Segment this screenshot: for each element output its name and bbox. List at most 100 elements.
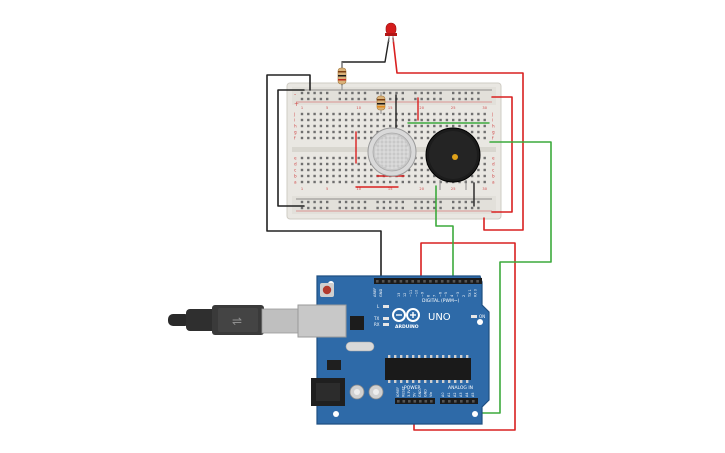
breadboard-hole[interactable]: [319, 156, 323, 160]
breadboard-hole[interactable]: [326, 118, 329, 122]
breadboard-hole[interactable]: [420, 168, 423, 172]
breadboard-hole[interactable]: [376, 112, 379, 116]
breadboard-hole[interactable]: [344, 168, 348, 172]
wire-green-buzzer[interactable]: [435, 185, 454, 283]
rail-hole[interactable]: [319, 206, 323, 210]
breadboard-hole[interactable]: [376, 130, 379, 134]
rail-hole[interactable]: [307, 97, 310, 101]
breadboard-hole[interactable]: [464, 118, 467, 122]
rail-hole[interactable]: [300, 91, 304, 95]
breadboard-hole[interactable]: [338, 136, 341, 140]
breadboard-hole[interactable]: [332, 174, 335, 178]
breadboard-hole[interactable]: [433, 112, 436, 116]
breadboard-hole[interactable]: [458, 180, 461, 184]
wire-black-gnd[interactable]: [266, 74, 382, 283]
breadboard-hole[interactable]: [351, 180, 354, 184]
breadboard-hole[interactable]: [477, 174, 480, 178]
rail-hole[interactable]: [307, 200, 310, 204]
breadboard-hole[interactable]: [370, 168, 373, 172]
breadboard-hole[interactable]: [414, 130, 417, 134]
breadboard-hole[interactable]: [407, 124, 411, 128]
breadboard-hole[interactable]: [357, 130, 360, 134]
header-pin[interactable]: [397, 400, 400, 403]
breadboard-hole[interactable]: [414, 124, 417, 128]
breadboard-hole[interactable]: [357, 168, 360, 172]
rail-hole[interactable]: [401, 200, 404, 204]
header-pin[interactable]: [466, 400, 469, 403]
rail-hole[interactable]: [313, 91, 316, 95]
breadboard-hole[interactable]: [300, 136, 304, 140]
breadboard-hole[interactable]: [357, 156, 360, 160]
rail-hole[interactable]: [395, 206, 398, 210]
breadboard-hole[interactable]: [470, 124, 474, 128]
breadboard-hole[interactable]: [351, 162, 354, 166]
breadboard-hole[interactable]: [483, 168, 486, 172]
breadboard-hole[interactable]: [458, 112, 461, 116]
breadboard-hole[interactable]: [382, 180, 386, 184]
rail-hole[interactable]: [470, 97, 474, 101]
breadboard-hole[interactable]: [326, 112, 329, 116]
breadboard-hole[interactable]: [338, 112, 341, 116]
header-pin[interactable]: [393, 280, 397, 283]
breadboard-hole[interactable]: [332, 130, 335, 134]
breadboard-hole[interactable]: [351, 124, 354, 128]
breadboard-hole[interactable]: [414, 174, 417, 178]
digital-header[interactable]: [374, 278, 482, 284]
rail-hole[interactable]: [357, 206, 360, 210]
rail-hole[interactable]: [382, 91, 386, 95]
breadboard-hole[interactable]: [344, 112, 348, 116]
breadboard-hole[interactable]: [445, 124, 449, 128]
breadboard-hole[interactable]: [470, 174, 474, 178]
rail-hole[interactable]: [452, 91, 455, 95]
header-pin[interactable]: [419, 400, 422, 403]
header-pin[interactable]: [413, 400, 417, 403]
rail-hole[interactable]: [439, 200, 442, 204]
breadboard-hole[interactable]: [407, 118, 411, 122]
breadboard-hole[interactable]: [344, 162, 348, 166]
rail-hole[interactable]: [414, 97, 417, 101]
breadboard-hole[interactable]: [376, 118, 379, 122]
breadboard-hole[interactable]: [338, 168, 341, 172]
header-pin[interactable]: [440, 280, 444, 283]
breadboard-hole[interactable]: [401, 118, 404, 122]
breadboard-hole[interactable]: [300, 162, 304, 166]
breadboard-hole[interactable]: [414, 180, 417, 184]
breadboard-hole[interactable]: [338, 156, 341, 160]
breadboard-hole[interactable]: [357, 136, 360, 140]
breadboard-hole[interactable]: [426, 130, 430, 134]
breadboard-hole[interactable]: [363, 124, 367, 128]
breadboard-hole[interactable]: [433, 124, 436, 128]
header-pin[interactable]: [472, 400, 475, 403]
breadboard-hole[interactable]: [470, 130, 474, 134]
breadboard-hole[interactable]: [483, 180, 486, 184]
rail-hole[interactable]: [452, 206, 455, 210]
header-pin[interactable]: [399, 280, 403, 283]
wire-red-led-anode[interactable]: [392, 37, 524, 231]
rail-hole[interactable]: [414, 206, 417, 210]
header-pin[interactable]: [402, 400, 406, 403]
breadboard-hole[interactable]: [483, 162, 486, 166]
breadboard-hole[interactable]: [470, 180, 474, 184]
breadboard-hole[interactable]: [433, 180, 436, 184]
rail-hole[interactable]: [338, 91, 341, 95]
breadboard-hole[interactable]: [420, 162, 423, 166]
breadboard-hole[interactable]: [313, 180, 316, 184]
resistor-sensor[interactable]: [376, 92, 386, 114]
breadboard-hole[interactable]: [382, 112, 386, 116]
rail-hole[interactable]: [357, 97, 360, 101]
breadboard-hole[interactable]: [363, 112, 367, 116]
header-pin[interactable]: [464, 280, 468, 283]
wire-red-digital[interactable]: [413, 242, 516, 431]
breadboard-hole[interactable]: [483, 112, 486, 116]
rail-hole[interactable]: [363, 200, 367, 204]
breadboard-hole[interactable]: [300, 180, 304, 184]
breadboard-hole[interactable]: [332, 112, 335, 116]
breadboard-hole[interactable]: [357, 162, 360, 166]
breadboard-hole[interactable]: [357, 174, 360, 178]
breadboard-hole[interactable]: [389, 124, 392, 128]
rail-hole[interactable]: [439, 91, 442, 95]
breadboard-hole[interactable]: [389, 180, 392, 184]
header-pin[interactable]: [448, 400, 451, 403]
rail-hole[interactable]: [439, 206, 442, 210]
rail-hole[interactable]: [426, 97, 430, 101]
